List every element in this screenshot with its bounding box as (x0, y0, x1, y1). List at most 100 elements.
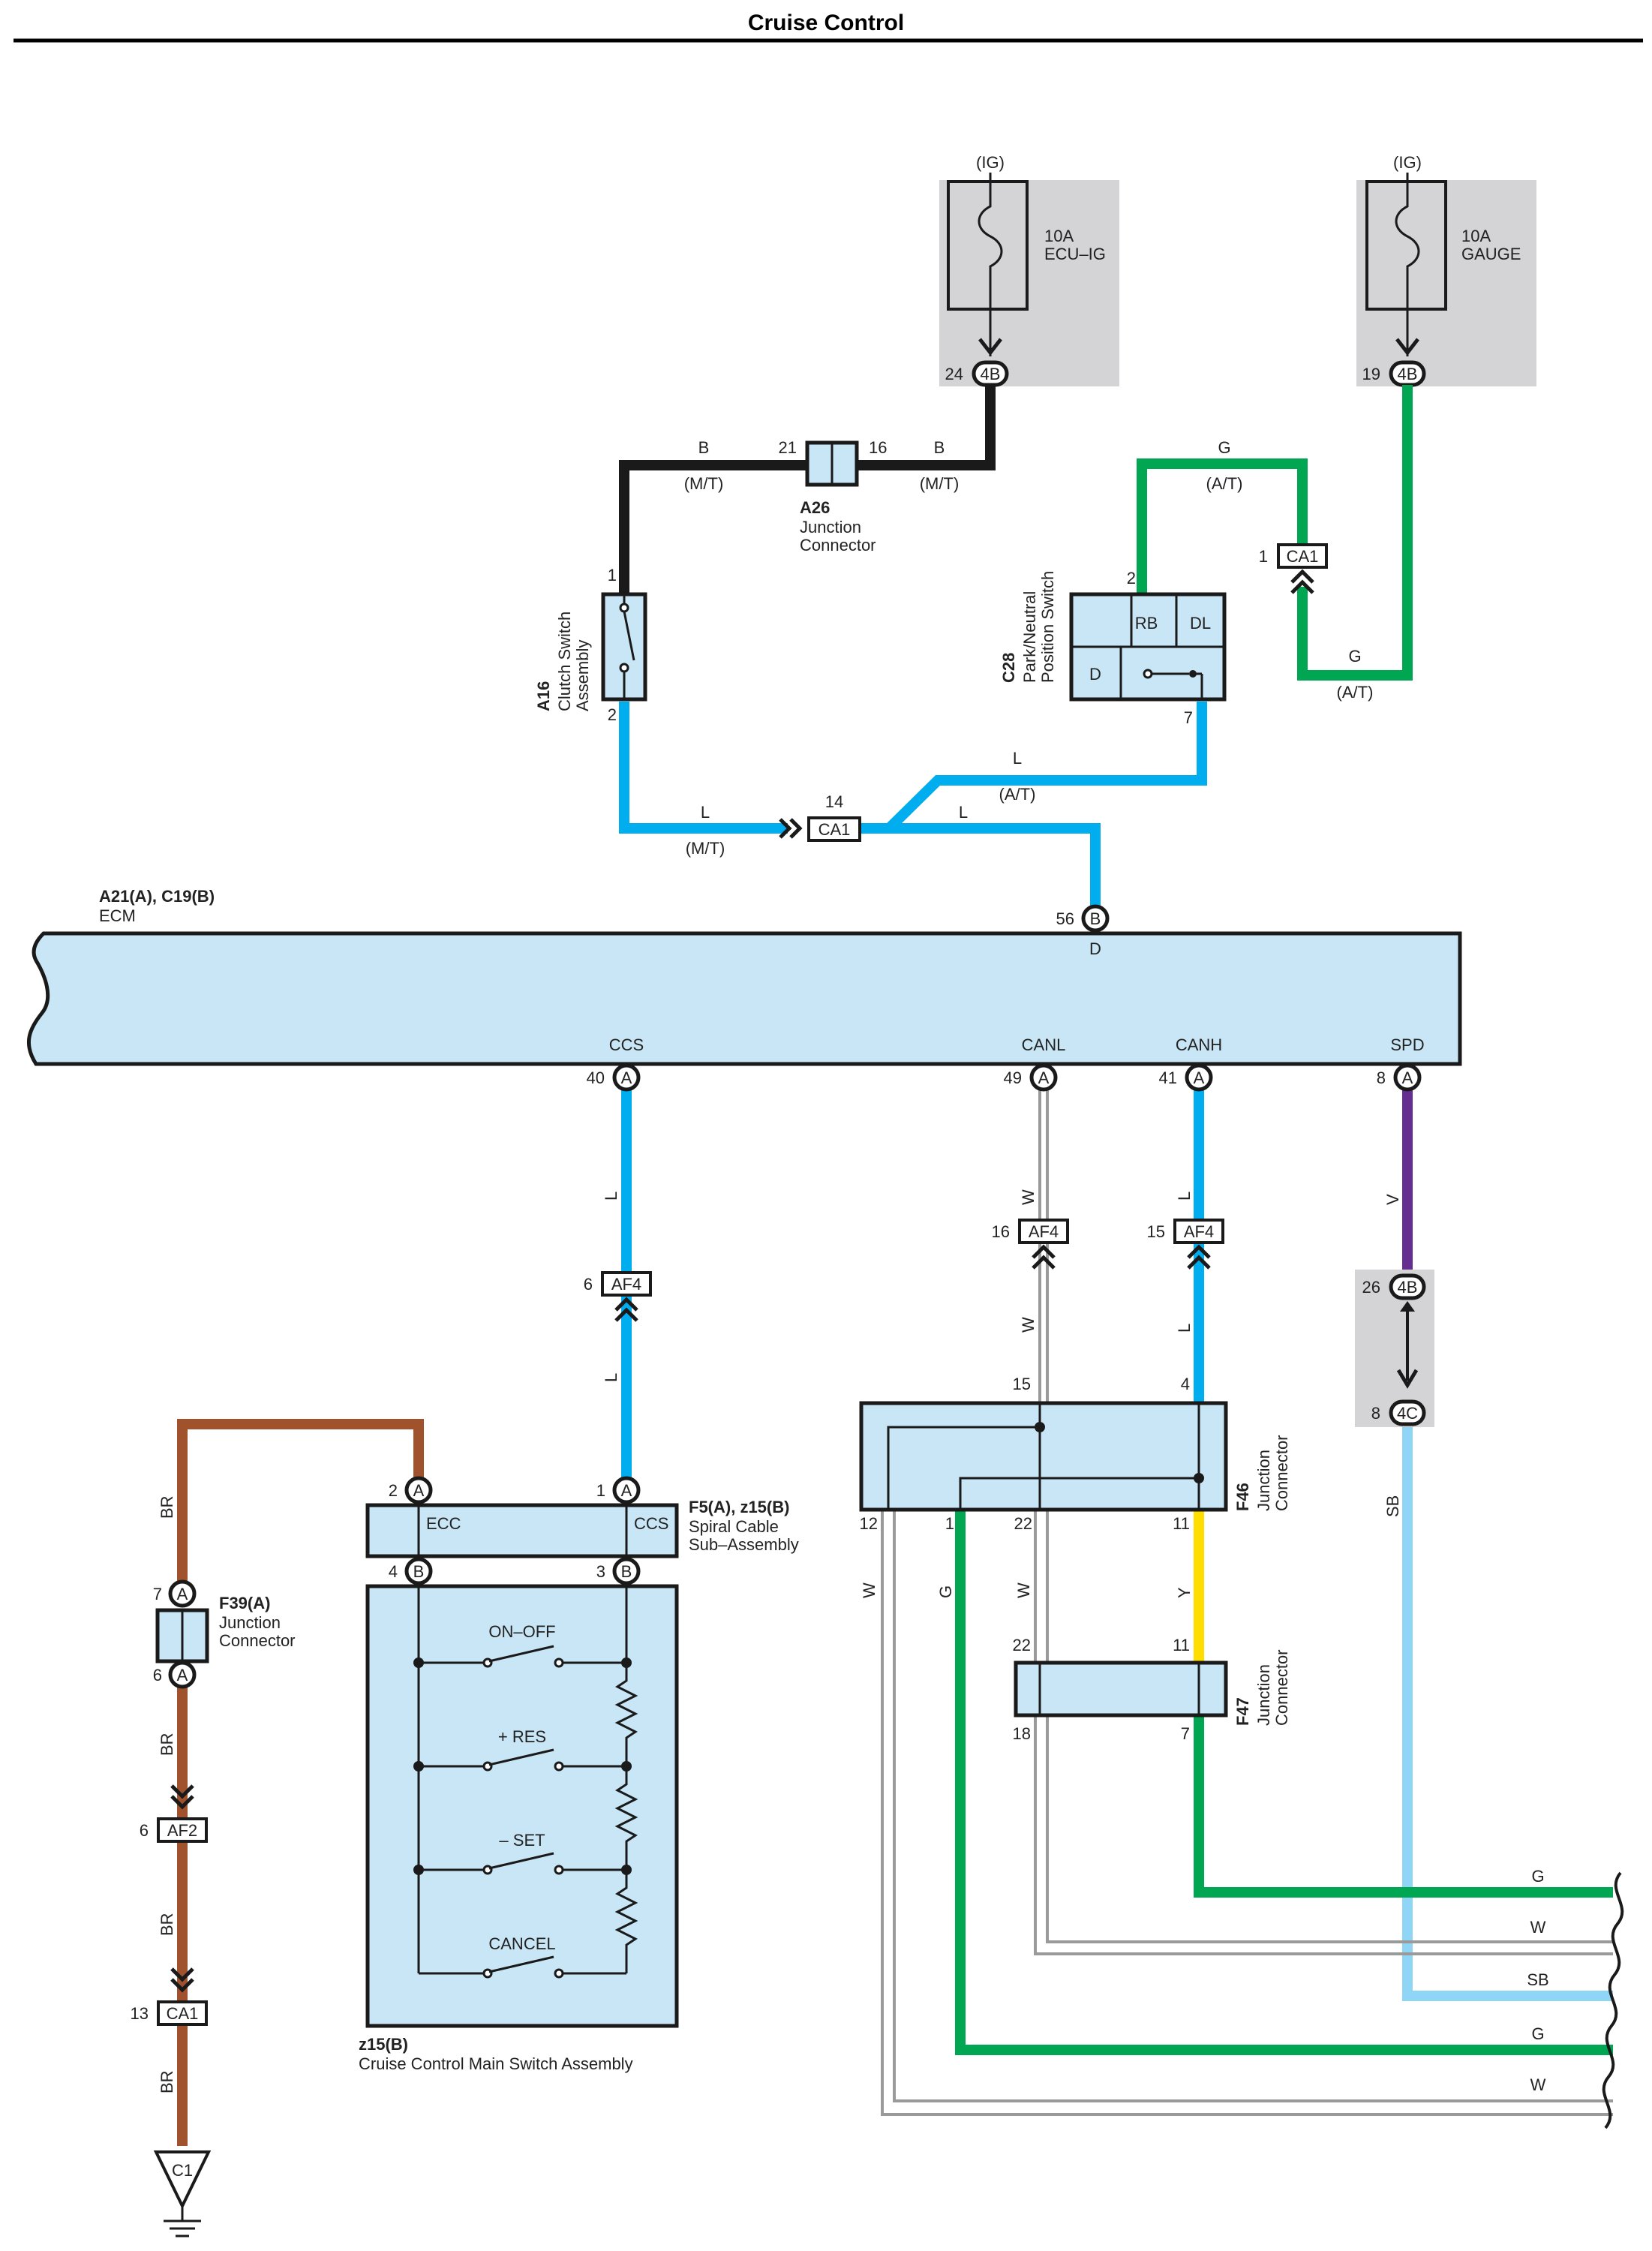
a26-junction-connector: 21 16 B (M/T) B (M/T) A26 Junction Conne… (684, 438, 960, 554)
component-name: Connector (800, 536, 876, 554)
wire-color-label: L (602, 1373, 620, 1382)
component-id: z15(B) (359, 2035, 408, 2054)
connector-body (601, 1271, 652, 1297)
output-wire-label: SB (1527, 1970, 1548, 1989)
resistor-icon (614, 1663, 638, 1766)
wire-blue-l-at (885, 702, 1207, 832)
resistor-icon (614, 1766, 638, 1870)
break-line (1602, 1871, 1624, 2129)
pin-circle (1029, 1063, 1058, 1092)
pin-number: 49 (1004, 1068, 1022, 1087)
pin-number: 16 (992, 1222, 1010, 1241)
chevron-up-icon (1187, 1244, 1211, 1270)
pin-circle (612, 1063, 641, 1092)
wire-green-g-upper (1137, 458, 1308, 594)
wire-white-w12a (881, 1510, 1613, 2116)
connector-label: AF4 (1184, 1222, 1214, 1241)
wire-skyblue-sb (1402, 1426, 1613, 2001)
ecm-body (26, 931, 1462, 1066)
pin-number: 7 (1184, 708, 1193, 727)
switch-label: CANCEL (488, 1934, 555, 1953)
pin-number: 11 (1173, 1514, 1190, 1533)
chevron-up-icon (614, 1297, 638, 1322)
connector-label: B (621, 1562, 632, 1581)
f47-junction-connector: 22 11 18 7 F47 Junction Connector (1013, 1636, 1291, 1743)
pin-number: 22 (1013, 1636, 1031, 1654)
chevron-down-icon (978, 338, 1002, 356)
component-id: F39(A) (219, 1594, 270, 1612)
fuse-body (947, 180, 1029, 311)
wire-condition-label: (A/T) (1206, 474, 1243, 493)
pin-number: 1 (608, 566, 617, 585)
switch-contact-icon (488, 1645, 554, 1663)
pin-circle (168, 1579, 197, 1608)
connector-label: A (177, 1585, 188, 1603)
wire-color-label: L (1175, 1192, 1194, 1201)
wire-color-label: V (1383, 1194, 1402, 1205)
wire-color-label: BR (158, 1913, 176, 1936)
wire-color-label: BR (158, 1733, 176, 1756)
wire-color-label: L (602, 1192, 620, 1201)
switch-row-on-off: ON–OFF (413, 1622, 632, 1668)
wire-color-label: W (1019, 1189, 1038, 1205)
component-name: Connector (219, 1631, 296, 1650)
pin-number: 15 (1147, 1222, 1165, 1241)
chevron-up-icon (1290, 569, 1314, 594)
wire-color-label: W (860, 1582, 879, 1598)
switch-row-set: – SET (413, 1831, 632, 1875)
wire-color-label: G (1218, 438, 1230, 457)
ground-icon (153, 2150, 212, 2210)
wire-color-label: L (701, 803, 710, 822)
pin-oval (1389, 1273, 1426, 1300)
connector-label: AF4 (1029, 1222, 1059, 1241)
connector-label: 4C (1397, 1404, 1418, 1423)
pin-circle (612, 1476, 641, 1504)
fuse-name: GAUGE (1461, 245, 1521, 263)
wire-condition-label: (A/T) (999, 785, 1036, 804)
component-name: Connector (1272, 1435, 1291, 1511)
connector-body (807, 816, 861, 842)
component-name: Junction (1254, 1664, 1273, 1726)
chevron-down-icon (1395, 338, 1419, 356)
ca1-connector-at: CA1 1 (1259, 543, 1328, 594)
chevron-down-icon (1396, 1369, 1419, 1389)
junction-body (859, 1401, 1228, 1512)
pin-number: 41 (1159, 1068, 1177, 1087)
wire-green-g-lower (1297, 385, 1413, 681)
wire-color-label: BR (158, 2070, 176, 2093)
cell-dl: DL (1190, 614, 1211, 633)
output-wire-label: W (1530, 2075, 1546, 2094)
pin-number: 1 (945, 1514, 954, 1533)
chevron-right-icon (779, 818, 803, 839)
cell-rb: RB (1135, 614, 1158, 633)
spd-relay-block: 4B 26 4C 8 (1355, 1270, 1434, 1427)
output-wire-label: G (1531, 2024, 1544, 2043)
pin-number: 26 (1362, 1278, 1380, 1297)
a16-clutch-switch: 1 2 A16 Clutch Switch Assembly (534, 566, 647, 724)
connector-label: A (621, 1068, 632, 1087)
pin-number: 7 (153, 1585, 162, 1603)
pin-number: 11 (1173, 1636, 1190, 1654)
switch-contact-icon (488, 1955, 554, 1973)
pin-number: 2 (1127, 569, 1136, 588)
br-ground-line: BR A 7 A 6 F39(A) Junction Connector BR … (131, 1495, 296, 2237)
component-id: A21(A), C19(B) (99, 887, 215, 906)
pin-number: 24 (945, 365, 963, 383)
output-wire-label: W (1530, 1918, 1546, 1937)
pin-number: 8 (1377, 1068, 1386, 1087)
wire-color-label: L (959, 803, 968, 822)
pin-circle (1393, 1063, 1422, 1092)
component-id: C28 (999, 653, 1018, 683)
connector-label: A (621, 1481, 632, 1500)
wire-color-label: G (936, 1585, 955, 1598)
switch-contact-icon (623, 611, 635, 661)
component-name: Assembly (573, 640, 592, 711)
fuse-gauge: (IG) 10A GAUGE 4B 19 (1356, 153, 1536, 387)
pin-label: CCS (609, 1035, 644, 1054)
component-name: Cruise Control Main Switch Assembly (359, 2054, 633, 2073)
wire-blue-l-ecm (855, 823, 1101, 908)
fuse-rating: 10A (1461, 227, 1491, 245)
pin-number: 19 (1362, 365, 1380, 383)
wire-color-label: SB (1383, 1495, 1402, 1517)
